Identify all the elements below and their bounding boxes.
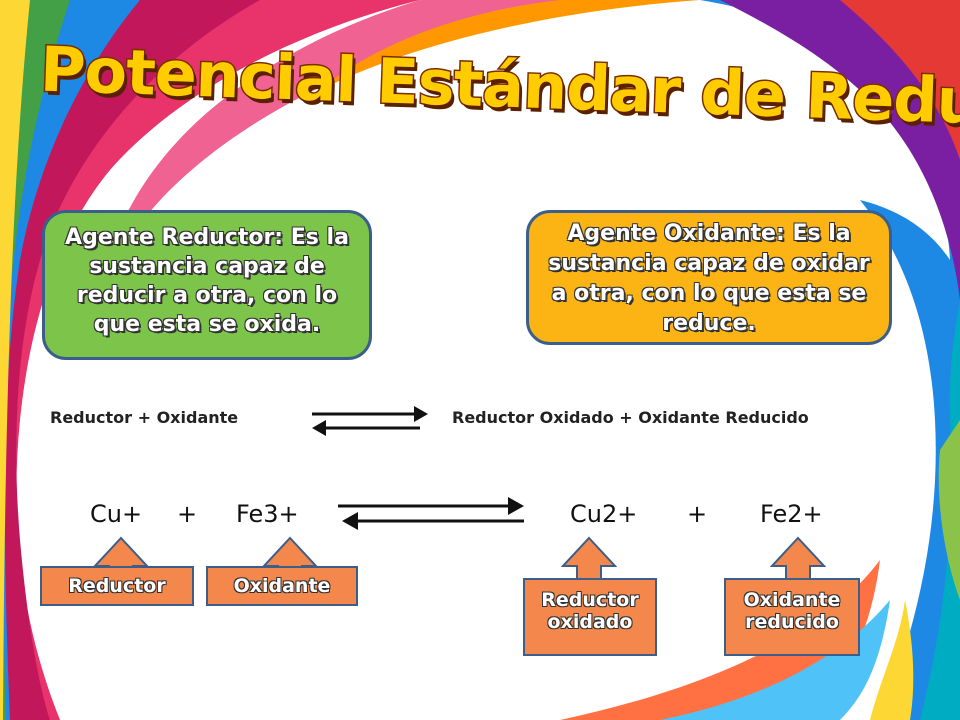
large-equilibrium-arrow-icon: [338, 497, 524, 530]
product-fe: Fe2+: [760, 500, 823, 528]
general-equation-left: Reductor + Oxidante: [50, 408, 239, 427]
label-oxidante: Oxidante: [206, 566, 358, 606]
agente-reductor-box: Agente Reductor: Es la sustancia capaz d…: [42, 210, 372, 360]
label-oxidante-reducido: Oxidante reducido: [724, 578, 860, 656]
plus-sign-1: +: [177, 500, 198, 528]
small-equilibrium-arrow-icon: [312, 406, 428, 436]
agente-oxidante-definition: Es la sustancia capaz de oxidar a otra, …: [548, 221, 870, 336]
general-equation-right: Reductor Oxidado + Oxidante Reducido: [452, 408, 809, 427]
agente-reductor-term: Agente Reductor:: [65, 225, 284, 250]
agente-reductor-definition: Es la sustancia capaz de reducir a otra,…: [76, 225, 349, 337]
up-arrow-icon: [93, 536, 149, 568]
reactant-fe: Fe3+: [236, 500, 299, 528]
label-reductor-oxidado: Reductor oxidado: [523, 578, 657, 656]
plus-sign-2: +: [687, 500, 708, 528]
reactant-cu: Cu+: [90, 500, 143, 528]
up-arrow-icon: [770, 536, 826, 580]
product-cu: Cu2+: [570, 500, 638, 528]
up-arrow-icon: [262, 536, 318, 568]
agente-oxidante-box: Agente Oxidante: Es la sustancia capaz d…: [526, 210, 892, 345]
up-arrow-icon: [561, 536, 617, 580]
label-reductor: Reductor: [40, 566, 194, 606]
agente-oxidante-term: Agente Oxidante:: [567, 221, 785, 246]
